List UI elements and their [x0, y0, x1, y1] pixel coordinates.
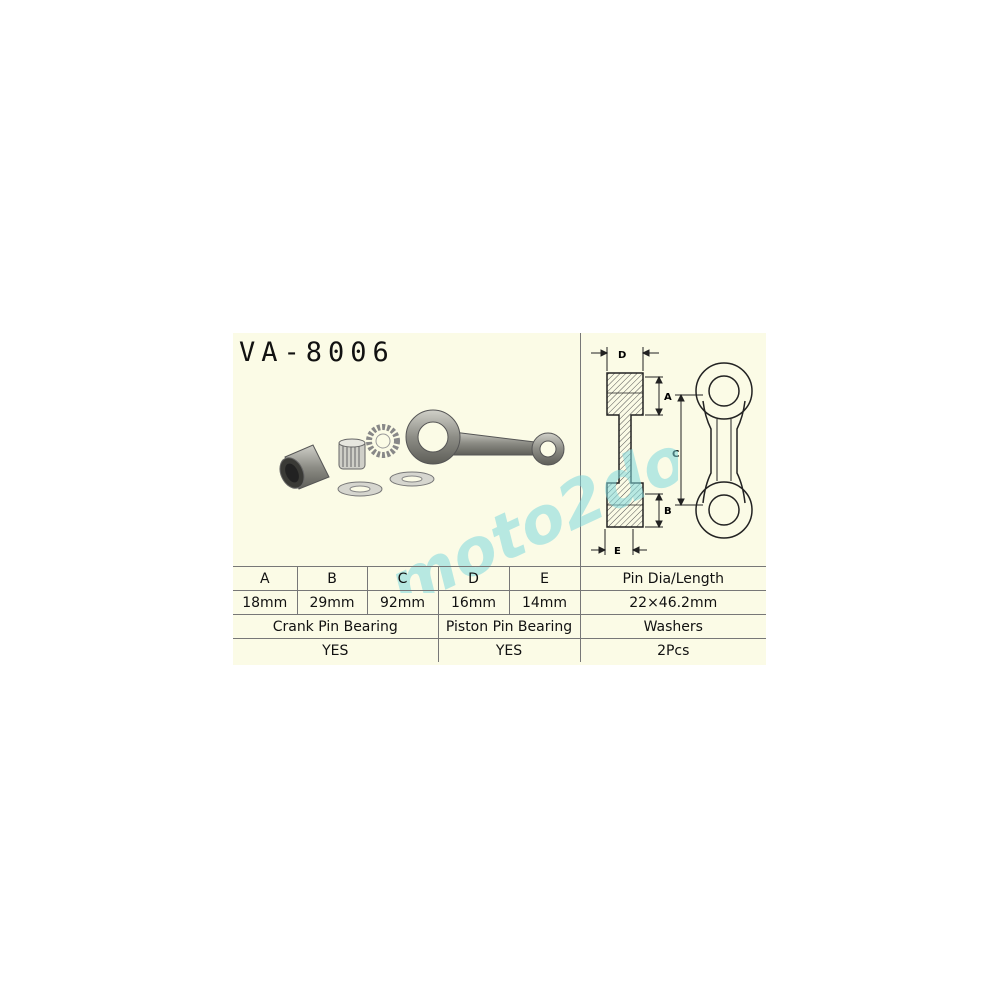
header-cell: B	[296, 566, 368, 591]
small-bearing-image	[366, 424, 400, 458]
product-title: VA-8006	[239, 337, 395, 368]
dim-label-e: E	[614, 546, 621, 557]
value-cell: 29mm	[296, 590, 368, 615]
washer-image	[389, 471, 435, 487]
header-cell: Pin Dia/Length	[579, 566, 766, 591]
component-row: Crank Pin Bearing Piston Pin Bearing Was…	[233, 614, 766, 639]
component-cell: Washers	[579, 614, 766, 639]
value-cell: 92mm	[366, 590, 439, 615]
dim-label-d: D	[618, 350, 626, 361]
side-view	[606, 372, 644, 528]
value-cell: 16mm	[437, 590, 510, 615]
dim-label-b: B	[664, 506, 672, 517]
crank-pin-image	[279, 444, 330, 490]
parts-photo	[279, 409, 565, 497]
product-card: VA-8006	[233, 333, 766, 665]
dim-label-a: A	[664, 392, 672, 403]
value-cell: 14mm	[508, 590, 581, 615]
divider	[580, 333, 581, 566]
header-cell: A	[233, 566, 298, 591]
component-cell: Crank Pin Bearing	[233, 614, 439, 639]
rod-dimension-drawing: D E A B C	[591, 347, 753, 557]
included-cell: YES	[437, 638, 581, 662]
included-row: YES YES 2Pcs	[233, 638, 766, 662]
included-cell: 2Pcs	[579, 638, 766, 662]
dim-label-c: C	[672, 449, 679, 460]
spec-table: A B C D E Pin Dia/Length 18mm 29mm 92mm …	[233, 566, 766, 662]
needle-bearing-image	[338, 438, 366, 470]
connecting-rod-image	[405, 409, 565, 466]
header-row: A B C D E Pin Dia/Length	[233, 566, 766, 591]
header-cell: E	[508, 566, 581, 591]
value-cell: 18mm	[233, 590, 298, 615]
header-cell: C	[366, 566, 439, 591]
front-view	[695, 362, 753, 539]
component-cell: Piston Pin Bearing	[437, 614, 581, 639]
included-cell: YES	[233, 638, 439, 662]
header-cell: D	[437, 566, 510, 591]
value-row: 18mm 29mm 92mm 16mm 14mm 22×46.2mm	[233, 590, 766, 615]
value-cell: 22×46.2mm	[579, 590, 766, 615]
washer-image	[337, 481, 383, 497]
